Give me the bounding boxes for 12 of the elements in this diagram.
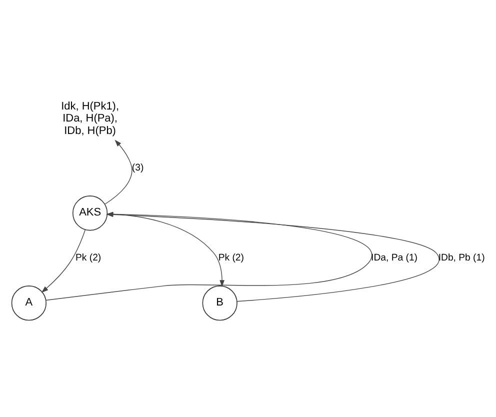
- arrow: [41, 228, 86, 292]
- edge-label: IDa, Pa (1): [371, 252, 418, 264]
- edge-label: Pk (2): [218, 252, 244, 264]
- node-circle: B: [202, 285, 238, 320]
- edge-label: (3): [132, 162, 144, 174]
- arrow: [104, 139, 132, 204]
- edge-label: IDb, Pb (1): [438, 252, 485, 264]
- node-circle: A: [11, 285, 46, 320]
- node-circle: AKS: [72, 195, 108, 230]
- arrow: [107, 212, 224, 286]
- node-text: Idk, H(Pk1), IDa, H(Pa), IDb, H(Pb): [61, 100, 119, 137]
- edge-label: Pk (2): [76, 252, 102, 264]
